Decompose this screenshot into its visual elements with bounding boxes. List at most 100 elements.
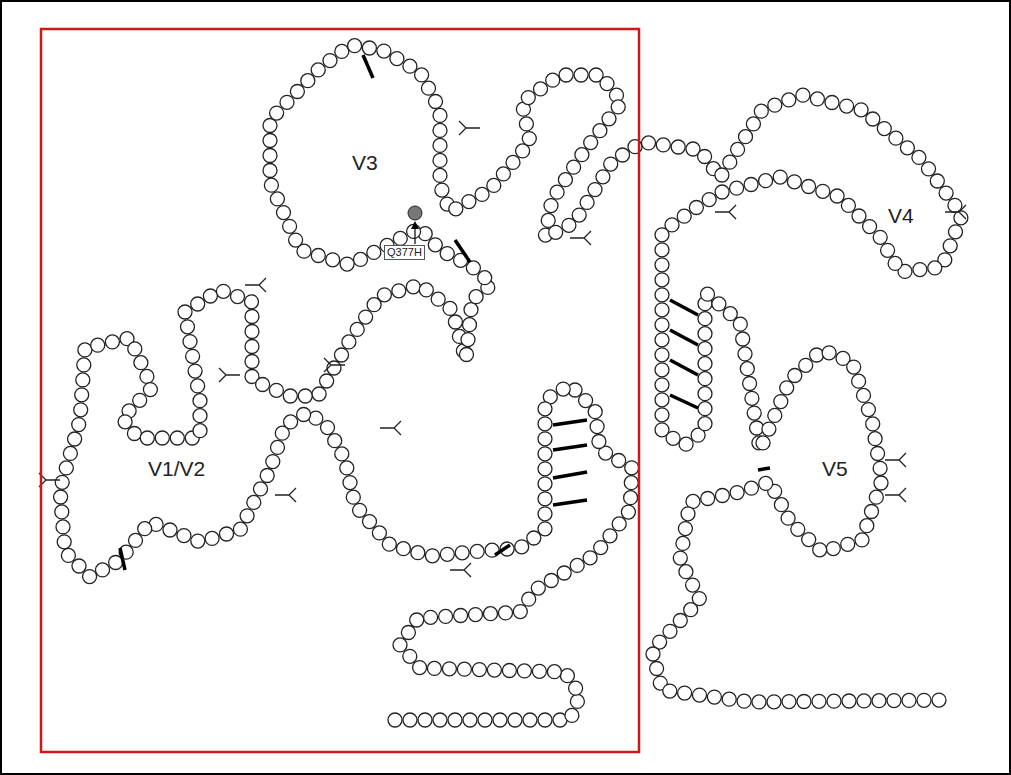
residue-bead — [686, 578, 700, 592]
residue-bead — [496, 167, 510, 181]
residue-bead — [68, 432, 82, 446]
residue-bead — [55, 475, 69, 489]
residue-bead — [538, 447, 552, 461]
residue-bead — [733, 317, 747, 331]
residue-bead — [902, 693, 916, 707]
residue-bead — [655, 378, 669, 392]
residue-bead — [193, 409, 207, 423]
residue-bead — [466, 261, 480, 275]
residue-bead — [367, 245, 381, 259]
residue-bead — [655, 303, 669, 317]
residue-bead — [457, 662, 471, 676]
residue-bead — [596, 170, 610, 184]
residue-bead — [321, 421, 335, 435]
glycan-symbol — [885, 488, 906, 502]
residue-bead — [583, 551, 597, 565]
residue-bead — [745, 391, 759, 405]
residue-bead — [532, 664, 546, 678]
residue-bead — [403, 59, 417, 73]
residue-bead — [872, 694, 886, 708]
residue-bead — [782, 93, 796, 107]
residue-bead — [140, 369, 154, 383]
disulfide-bar — [670, 300, 698, 315]
glycan-symbol — [459, 121, 480, 135]
residue-bead — [390, 52, 404, 66]
residue-bead — [557, 566, 571, 580]
residue-bead — [323, 54, 337, 68]
residue-bead — [178, 305, 192, 319]
residue-bead — [433, 713, 447, 727]
residue-bead — [270, 192, 284, 206]
residue-bead — [567, 160, 581, 174]
residue-bead — [655, 288, 669, 302]
residue-bead — [538, 432, 552, 446]
disulfide-bar — [670, 360, 698, 375]
residue-bead — [698, 357, 712, 371]
residue-bead — [455, 546, 469, 560]
residue-bead — [712, 297, 726, 311]
disulfide-bar — [120, 548, 125, 570]
highlight-box — [41, 29, 639, 752]
residue-bead — [193, 424, 207, 438]
residue-bead — [612, 517, 626, 531]
residue-bead — [666, 431, 680, 445]
residue-bead — [655, 393, 669, 407]
residue-bead — [774, 395, 788, 409]
residue-bead — [531, 581, 545, 595]
residue-bead — [588, 183, 602, 197]
residue-bead — [857, 388, 871, 402]
residue-bead — [715, 489, 729, 503]
residue-bead — [754, 104, 768, 118]
residue-bead — [311, 63, 325, 77]
residue-bead — [216, 284, 230, 298]
residue-bead — [676, 536, 690, 550]
residue-bead — [410, 613, 424, 627]
residue-bead — [475, 187, 489, 201]
residue-bead — [419, 283, 433, 297]
residue-bead — [621, 505, 635, 519]
mutation-bead — [408, 206, 422, 220]
residue-bead — [900, 141, 914, 155]
residue-bead — [289, 233, 303, 247]
residue-bead — [594, 541, 608, 555]
loop-label: V5 — [822, 458, 848, 479]
residue-bead — [478, 271, 492, 285]
residue-bead — [403, 649, 417, 663]
residue-bead — [869, 490, 883, 504]
residue-bead — [220, 527, 234, 541]
residue-bead — [266, 455, 280, 469]
residue-bead — [493, 713, 507, 727]
residue-bead — [431, 292, 445, 306]
residue-bead — [129, 533, 143, 547]
residue-bead — [348, 39, 362, 53]
residue-bead — [671, 140, 685, 154]
residue-bead — [655, 243, 669, 257]
residue-bead — [233, 522, 247, 536]
residue-bead — [590, 420, 604, 434]
disulfide-bar — [553, 445, 587, 450]
residue-bead — [538, 462, 552, 476]
residue-bead — [418, 713, 432, 727]
residue-bead — [556, 382, 570, 396]
residue-bead — [570, 558, 584, 572]
residue-bead — [743, 377, 757, 391]
residue-bead — [655, 363, 669, 377]
residue-bead — [433, 123, 447, 137]
residue-bead — [603, 529, 617, 543]
residue-bead — [723, 155, 737, 169]
residue-bead — [342, 335, 356, 349]
residue-bead — [722, 692, 736, 706]
residue-bead — [768, 408, 782, 422]
residue-bead — [847, 360, 861, 374]
residue-bead — [827, 694, 841, 708]
residue-bead — [311, 249, 325, 263]
residue-bead — [580, 195, 594, 209]
residue-bead — [747, 406, 761, 420]
residue-bead — [698, 417, 712, 431]
residue-bead — [245, 325, 259, 339]
residue-bead — [413, 661, 427, 675]
residue-bead — [472, 663, 486, 677]
residue-bead — [774, 498, 788, 512]
residue-bead — [256, 378, 270, 392]
residue-bead — [702, 193, 716, 207]
